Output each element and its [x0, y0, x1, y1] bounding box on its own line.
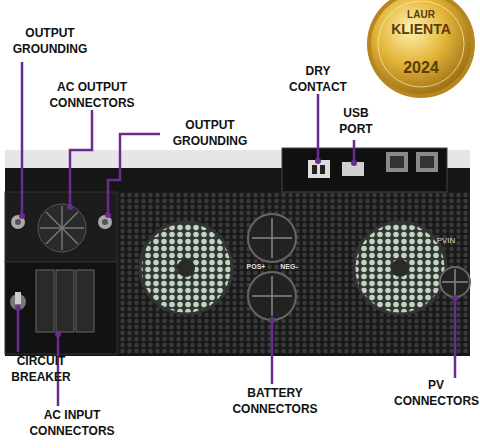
part-label: CIRCUIT BREAKER: [2, 354, 80, 385]
medal-text: LAUR: [391, 8, 451, 21]
part-label: DRY CONTACT: [278, 64, 358, 95]
part-label: OUTPUT GROUNDING: [2, 26, 98, 57]
part-label: BATTERY CONNECTORS: [220, 386, 330, 417]
device-marking: POS+: [239, 262, 273, 271]
part-label: OUTPUT GROUNDING: [160, 118, 260, 149]
part-label: AC OUTPUT CONNECTORS: [32, 80, 152, 111]
part-label: AC INPUT CONNECTORS: [17, 408, 127, 439]
part-label: USB PORT: [331, 106, 381, 137]
medal-text: KLIENTA: [381, 20, 461, 38]
device-marking: NEG-: [272, 262, 306, 271]
part-label: PV CONNECTORS: [394, 378, 478, 409]
medal-text: 2024: [391, 58, 451, 79]
device-marking: PVIN: [429, 236, 463, 246]
